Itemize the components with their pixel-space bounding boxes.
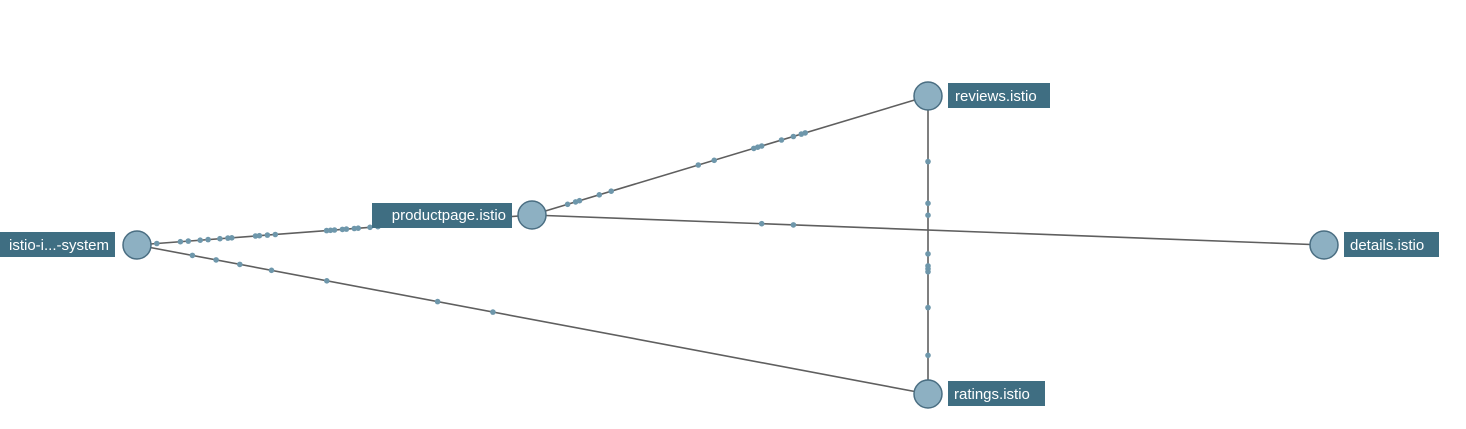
traffic-particle-ingress-productpage-9 xyxy=(256,232,263,239)
traffic-particle-reviews-ratings-7 xyxy=(925,304,931,311)
traffic-particle-productpage-reviews-9 xyxy=(758,143,765,149)
traffic-particle-ingress-productpage-19 xyxy=(367,224,373,231)
traffic-particles-layer xyxy=(154,130,931,359)
traffic-particle-ingress-productpage-13 xyxy=(327,227,334,234)
traffic-particle-reviews-ratings-2 xyxy=(925,212,931,218)
traffic-particle-ingress-productpage-7 xyxy=(229,235,235,241)
node-reviews-label-bg xyxy=(948,83,1050,108)
node-reviews-label: reviews.istio xyxy=(955,88,1037,105)
traffic-particle-reviews-ratings-1 xyxy=(925,200,931,207)
traffic-particle-productpage-reviews-3 xyxy=(596,192,603,198)
node-productpage[interactable]: productpage.istio xyxy=(372,200,547,230)
traffic-particle-productpage-details-1 xyxy=(790,222,797,228)
traffic-particle-ingress-productpage-10 xyxy=(264,232,271,238)
traffic-particle-ingress-ratings-2 xyxy=(237,261,243,268)
traffic-particle-ingress-productpage-2 xyxy=(185,238,192,244)
node-ingress[interactable]: istio-i...-system xyxy=(0,230,152,260)
traffic-particle-ingress-ratings-1 xyxy=(213,257,219,263)
traffic-particle-ingress-productpage-11 xyxy=(272,231,279,238)
node-productpage-label-bg xyxy=(372,203,512,228)
traffic-particle-ingress-productpage-16 xyxy=(343,226,350,232)
node-ratings-circle[interactable] xyxy=(913,379,943,409)
traffic-particle-reviews-ratings-3 xyxy=(925,251,931,257)
traffic-particle-ingress-ratings-6 xyxy=(490,309,496,315)
traffic-particle-productpage-details-0 xyxy=(758,220,765,227)
traffic-particle-reviews-ratings-8 xyxy=(925,352,931,359)
traffic-particle-ingress-productpage-0 xyxy=(154,240,160,247)
node-reviews[interactable]: reviews.istio xyxy=(913,81,1050,111)
traffic-particle-productpage-reviews-6 xyxy=(711,157,717,164)
node-ratings-label-bg xyxy=(948,381,1045,406)
traffic-particle-ingress-productpage-18 xyxy=(355,225,362,231)
node-details[interactable]: details.istio xyxy=(1309,230,1439,260)
traffic-particle-ingress-productpage-15 xyxy=(339,226,346,233)
traffic-particle-productpage-reviews-5 xyxy=(695,162,702,168)
node-details-label: details.istio xyxy=(1350,237,1424,254)
traffic-particle-productpage-reviews-4 xyxy=(608,188,614,194)
traffic-particle-ingress-productpage-3 xyxy=(197,237,203,243)
traffic-particle-ingress-ratings-0 xyxy=(189,252,196,259)
node-productpage-circle[interactable] xyxy=(517,200,547,230)
node-ratings-label: ratings.istio xyxy=(954,386,1030,403)
edges-layer xyxy=(136,95,1325,395)
traffic-particle-ingress-ratings-4 xyxy=(324,278,330,284)
traffic-particle-ingress-ratings-5 xyxy=(434,298,441,305)
nodes-layer: istio-i...-system productpage.istio revi… xyxy=(0,81,1439,409)
traffic-particle-ingress-productpage-1 xyxy=(177,238,184,245)
node-details-label-bg xyxy=(1344,232,1439,257)
traffic-particle-productpage-reviews-0 xyxy=(564,201,571,208)
traffic-particle-reviews-ratings-0 xyxy=(925,158,931,165)
edge-productpage-reviews[interactable] xyxy=(531,95,929,216)
edge-ingress-ratings[interactable] xyxy=(136,244,929,395)
traffic-particle-productpage-reviews-2 xyxy=(576,197,583,204)
node-details-circle[interactable] xyxy=(1309,230,1339,260)
traffic-particle-productpage-reviews-10 xyxy=(778,137,785,143)
node-ingress-circle[interactable] xyxy=(122,230,152,260)
traffic-particle-productpage-reviews-11 xyxy=(790,133,797,140)
node-productpage-label: productpage.istio xyxy=(392,207,506,224)
node-reviews-circle[interactable] xyxy=(913,81,943,111)
traffic-particle-reviews-ratings-6 xyxy=(925,269,931,275)
traffic-particle-productpage-reviews-13 xyxy=(802,130,808,136)
traffic-particle-ingress-productpage-5 xyxy=(217,235,223,242)
traffic-particle-ingress-productpage-4 xyxy=(205,236,211,243)
node-ratings[interactable]: ratings.istio xyxy=(913,379,1045,409)
traffic-particle-ingress-ratings-3 xyxy=(268,267,275,274)
traffic-particle-ingress-productpage-14 xyxy=(331,227,338,233)
node-ingress-label: istio-i...-system xyxy=(9,237,109,254)
node-ingress-label-bg xyxy=(0,232,115,257)
